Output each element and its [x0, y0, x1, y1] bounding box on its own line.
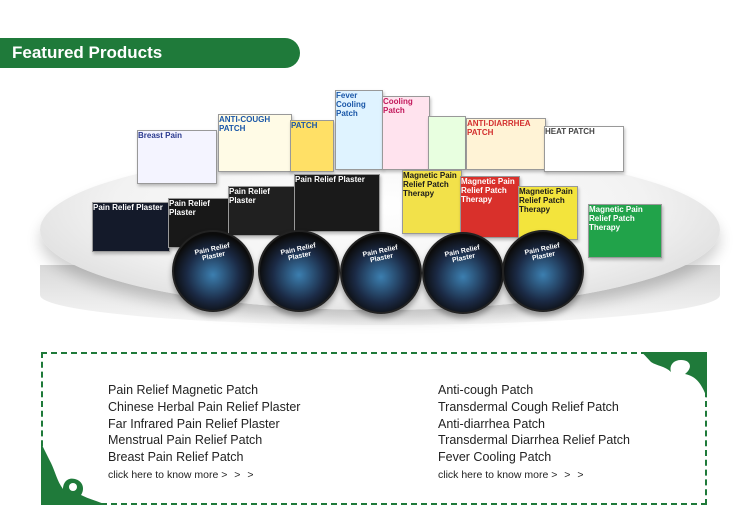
list-item[interactable]: Chinese Herbal Pain Relief Plaster	[108, 399, 301, 414]
product-box-heat-patch: HEAT PATCH	[544, 126, 624, 172]
box-label: Cooling Patch	[383, 97, 413, 115]
box-label: ANTI-DIARRHEA PATCH	[467, 119, 531, 137]
arrows-icon[interactable]: > > >	[221, 468, 256, 481]
list-item[interactable]: Menstrual Pain Relief Patch	[108, 433, 263, 448]
box-label: Pain Relief Plaster	[295, 175, 365, 184]
tin-label: Pain Relief Plaster	[444, 244, 481, 265]
know-more-text[interactable]: click here to know more	[108, 468, 219, 481]
bottom-left-ornament-icon	[41, 443, 107, 505]
list-item[interactable]: Fever Cooling Patch	[438, 450, 552, 465]
box-label: PATCH	[291, 121, 318, 130]
box-label: ANTI-COUGH PATCH	[219, 115, 271, 133]
list-item[interactable]: Far Infrared Pain Relief Plaster	[108, 416, 280, 431]
tin-label: Pain Relief Plaster	[524, 242, 561, 263]
box-label: Magnetic Pain Relief Patch Therapy	[589, 205, 643, 232]
product-box-magnetic-2: Magnetic Pain Relief Patch Therapy	[460, 176, 520, 238]
plaster-tin-5: Pain Relief Plaster	[502, 230, 584, 312]
box-label: Pain Relief Plaster	[229, 187, 270, 205]
product-box-patch: PATCH	[290, 120, 334, 172]
tin-label: Pain Relief Plaster	[194, 242, 231, 263]
list-item[interactable]: Breast Pain Relief Patch	[108, 450, 244, 465]
tin-label: Pain Relief Plaster	[362, 244, 399, 265]
products-display: Breast Pain ANTI-COUGH PATCH PATCH Fever…	[40, 90, 720, 340]
list-item[interactable]: Transdermal Cough Relief Patch	[438, 399, 619, 414]
box-label: Magnetic Pain Relief Patch Therapy	[403, 171, 457, 198]
product-list-left: Pain Relief Magnetic Patch Chinese Herba…	[108, 382, 300, 484]
top-right-ornament-icon	[641, 352, 707, 398]
plaster-tin-3: Pain Relief Plaster	[340, 232, 422, 314]
arrows-icon[interactable]: > > >	[551, 468, 586, 481]
product-box-fever-cooling: Fever Cooling Patch	[335, 90, 383, 170]
product-box-cooling: Cooling Patch	[382, 96, 430, 170]
product-list-right: Anti-cough Patch Transdermal Cough Relie…	[438, 382, 630, 484]
know-more-text[interactable]: click here to know more	[438, 468, 549, 481]
tin-label: Pain Relief Plaster	[280, 242, 317, 263]
box-label: Magnetic Pain Relief Patch Therapy	[519, 187, 573, 214]
box-label: Magnetic Pain Relief Patch Therapy	[461, 177, 515, 204]
product-box-plaster-3: Pain Relief Plaster	[228, 186, 296, 236]
product-box-plaster-4: Pain Relief Plaster	[294, 174, 380, 232]
product-list-panel: Pain Relief Magnetic Patch Chinese Herba…	[41, 352, 707, 505]
product-box-magnetic-1: Magnetic Pain Relief Patch Therapy	[402, 170, 462, 234]
box-label: Fever Cooling Patch	[336, 91, 366, 118]
plaster-tin-4: Pain Relief Plaster	[422, 232, 504, 314]
box-label: HEAT PATCH	[545, 127, 595, 136]
featured-products-banner: Featured Products	[0, 38, 300, 68]
list-item[interactable]: Transdermal Diarrhea Relief Patch	[438, 433, 630, 448]
product-box-anti-diarrhea	[428, 116, 466, 170]
plaster-tin-2: Pain Relief Plaster	[258, 230, 340, 312]
box-label: Breast Pain	[138, 131, 183, 140]
product-box-plaster-1: Pain Relief Plaster	[92, 202, 170, 252]
know-more-link-left[interactable]: click here to know more > > >	[108, 467, 300, 484]
section-title: Featured Products	[12, 43, 163, 62]
product-box-anti-diarrhea-large: ANTI-DIARRHEA PATCH	[466, 118, 546, 170]
list-item[interactable]: Anti-diarrhea Patch	[438, 416, 546, 431]
list-item[interactable]: Anti-cough Patch	[438, 383, 534, 397]
product-box-anti-cough: ANTI-COUGH PATCH	[218, 114, 292, 172]
box-label: Pain Relief Plaster	[93, 203, 163, 212]
product-box-breast-pain: Breast Pain	[137, 130, 217, 184]
box-label: Pain Relief Plaster	[169, 199, 210, 217]
know-more-link-right[interactable]: click here to know more > > >	[438, 467, 630, 484]
product-box-magnetic-4: Magnetic Pain Relief Patch Therapy	[588, 204, 662, 258]
plaster-tin-1: Pain Relief Plaster	[172, 230, 254, 312]
list-item[interactable]: Pain Relief Magnetic Patch	[108, 383, 259, 397]
